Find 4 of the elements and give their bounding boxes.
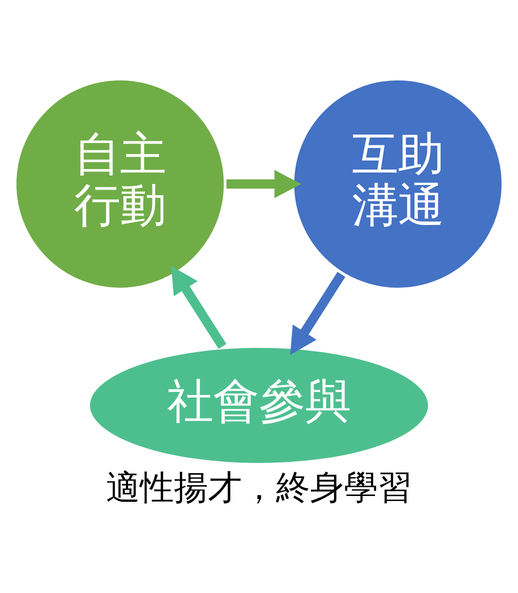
caption: 適性揚才，終身學習 bbox=[106, 468, 412, 508]
arrow bbox=[290, 272, 346, 355]
arrow bbox=[226, 170, 302, 198]
arrow bbox=[171, 266, 226, 349]
